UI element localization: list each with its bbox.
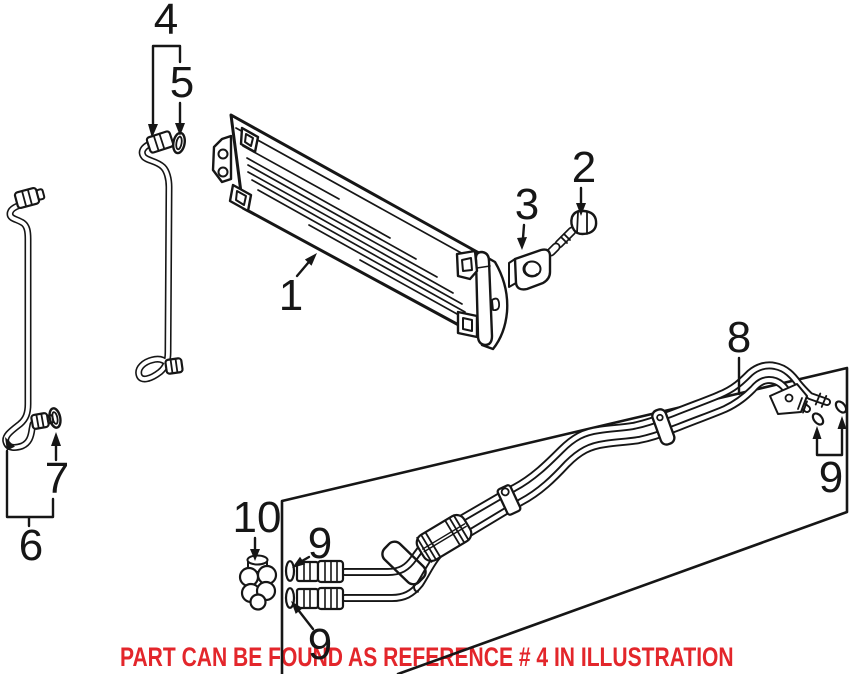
outlet-tube-part6: [6, 186, 55, 448]
callout-9-right: 9: [819, 453, 843, 502]
callout-6: 6: [19, 521, 43, 570]
callout-7: 7: [45, 454, 69, 503]
callout-5: 5: [170, 58, 194, 107]
callout-8: 8: [727, 313, 751, 362]
callout-4: 4: [154, 0, 178, 44]
oring-part9-right-upper: [834, 400, 848, 414]
clip-nut-part3: [508, 248, 552, 291]
illustration-box-part8: [280, 366, 849, 674]
callout-1: 1: [279, 271, 303, 320]
oring-part5: [172, 131, 186, 155]
hose-fitting-upper: [284, 559, 345, 584]
callout-2: 2: [572, 143, 596, 192]
oring-part7: [48, 407, 62, 429]
callouts: 4 5 7 6 1 2 3 8 9 9 9 10: [5, 0, 847, 669]
hose-fitting-lower: [284, 586, 345, 611]
hose-assembly-part8: [284, 365, 848, 611]
oring-part9-right-lower: [811, 412, 825, 426]
inlet-tube-part4: [139, 130, 184, 379]
callout-9-left-top: 9: [308, 519, 332, 568]
bolt-part2: [546, 209, 598, 257]
oil-cooler-part1: [211, 113, 509, 351]
callout-3: 3: [515, 180, 539, 229]
connector-part10: [238, 554, 278, 611]
callout-10: 10: [233, 493, 282, 542]
reference-note: PART CAN BE FOUND AS REFERENCE # 4 IN IL…: [120, 643, 734, 673]
